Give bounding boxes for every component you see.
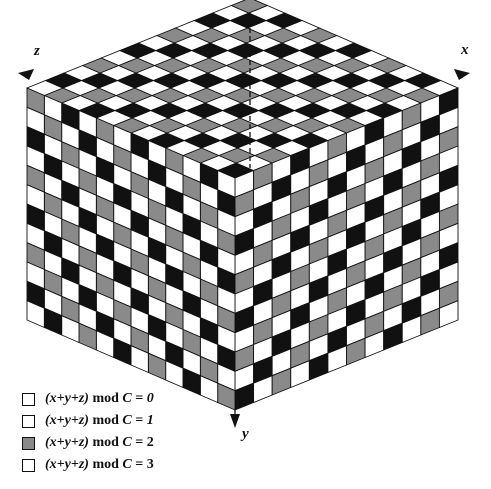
x-axis-arrow <box>454 69 470 80</box>
legend-swatch-3 <box>22 459 35 472</box>
axis-label-x: x <box>461 43 469 58</box>
legend-swatch-2 <box>22 437 35 450</box>
legend-item-2: (x+y+z) mod C = 2 <box>22 432 154 454</box>
legend-label-0: (x+y+z) mod C = 0 <box>45 391 154 407</box>
legend-item-0: (x+y+z) mod C = 0 <box>22 388 154 410</box>
z-axis-arrow <box>18 69 34 80</box>
legend: (x+y+z) mod C = 0 (x+y+z) mod C = 1 (x+y… <box>22 388 154 476</box>
axis-label-y-top: y <box>243 11 250 26</box>
y-axis-arrow <box>230 414 240 428</box>
legend-item-1: (x+y+z) mod C = 1 <box>22 410 154 432</box>
axis-label-z: z <box>34 44 40 59</box>
legend-label-2: (x+y+z) mod C = 2 <box>45 435 154 451</box>
legend-item-3: (x+y+z) mod C = 3 <box>22 454 154 476</box>
legend-swatch-1 <box>22 415 35 428</box>
axis-label-y-bottom: y <box>242 427 249 442</box>
legend-label-3: (x+y+z) mod C = 3 <box>45 457 154 473</box>
cube-lattice <box>27 0 458 410</box>
legend-label-1: (x+y+z) mod C = 1 <box>45 413 154 429</box>
legend-swatch-0 <box>22 393 35 406</box>
